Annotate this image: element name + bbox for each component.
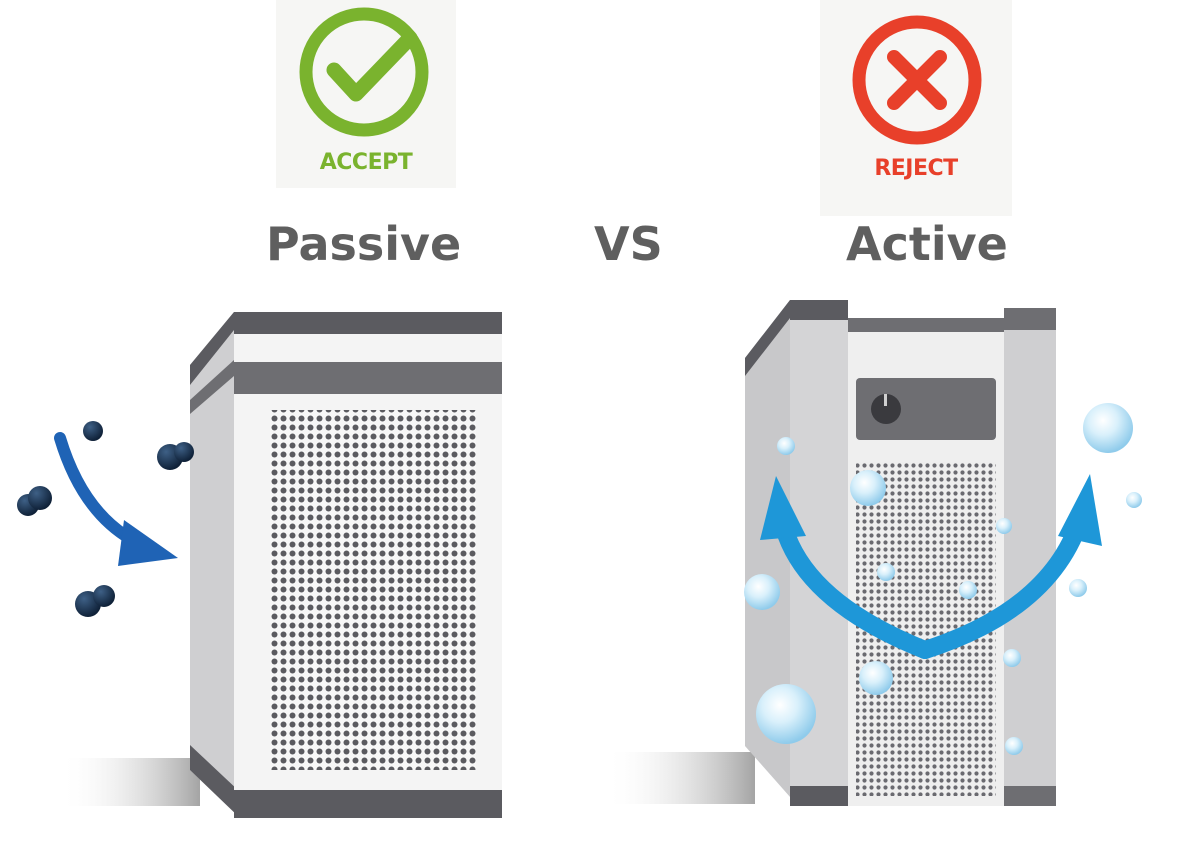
bubble <box>756 684 816 744</box>
vs-heading: VS <box>594 217 663 271</box>
bubble <box>1005 737 1023 755</box>
bubble <box>959 581 977 599</box>
bubble <box>850 470 886 506</box>
particle <box>174 442 194 462</box>
bubble <box>996 518 1012 534</box>
pollutant-particles <box>17 421 194 617</box>
accept-badge: ACCEPT <box>276 0 456 188</box>
particle <box>93 585 115 607</box>
reject-label: REJECT <box>874 156 958 181</box>
bubble <box>1069 579 1087 597</box>
accept-label: ACCEPT <box>319 150 413 175</box>
bubble <box>1126 492 1142 508</box>
bubble <box>777 437 795 455</box>
dial-knob-icon <box>871 394 901 424</box>
bubble <box>877 563 895 581</box>
passive-heading: Passive <box>266 217 462 271</box>
outflow-arrows <box>760 474 1102 659</box>
passive-side-panel <box>190 312 240 818</box>
active-side-panel <box>745 300 798 806</box>
passive-air-purifier <box>60 312 502 818</box>
active-heading: Active <box>846 217 1008 271</box>
ion-bubbles <box>744 403 1142 755</box>
particle <box>83 421 103 441</box>
intake-arrow <box>54 432 178 566</box>
bubble <box>1083 403 1133 453</box>
bubble <box>744 574 780 610</box>
check-circle-icon <box>299 7 429 137</box>
control-panel <box>856 378 996 440</box>
passive-grille <box>270 410 476 770</box>
bubble <box>859 661 893 695</box>
active-floor-shadow <box>605 752 755 804</box>
active-air-purifier <box>605 300 1056 806</box>
reject-badge: REJECT <box>820 0 1012 216</box>
bubble <box>1003 649 1021 667</box>
passive-floor-shadow <box>60 758 200 806</box>
x-circle-icon <box>852 15 982 145</box>
particle <box>28 486 52 510</box>
